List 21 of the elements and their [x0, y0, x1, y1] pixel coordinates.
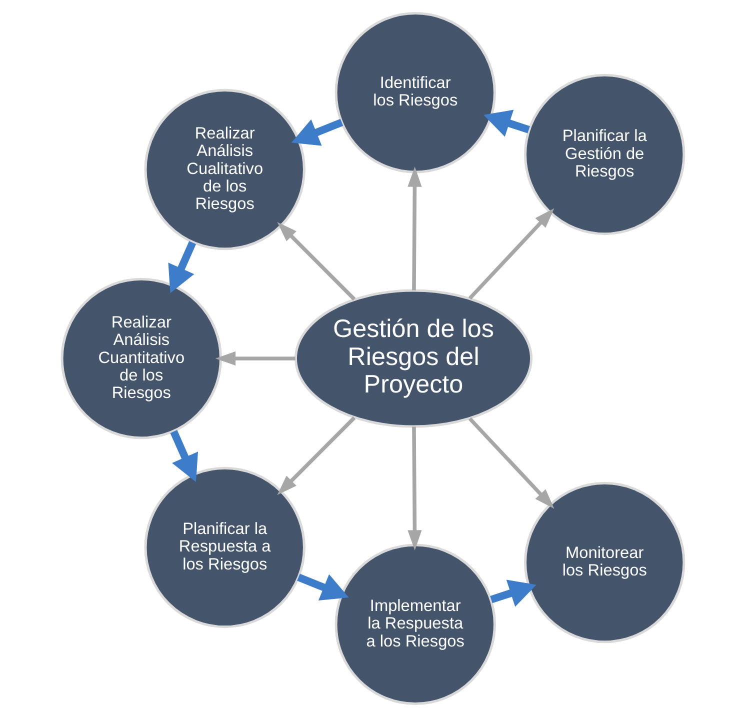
arrow: [408, 166, 422, 290]
arrow: [490, 580, 536, 607]
arrow: [170, 430, 198, 482]
arrow: [484, 110, 530, 137]
node-circle: Realizar Análisis Cuantitativo de los Riesgos: [60, 278, 222, 440]
arrow: [468, 208, 554, 300]
node-circle: Implementar la Respuesta a los Riesgos: [334, 544, 496, 705]
arrow: [277, 416, 356, 496]
arrow: [277, 222, 356, 301]
arrow: [291, 118, 344, 146]
node-circle: Planificar la Gestión de Riesgos: [524, 74, 686, 236]
arrow: [297, 574, 349, 601]
arrow: [468, 417, 554, 509]
arrow: [168, 241, 196, 294]
arrow: [408, 426, 422, 550]
node-circle: Planificar la Respuesta a los Riesgos: [144, 466, 306, 628]
node-circle: Identificar los Riesgos: [334, 12, 496, 174]
node-circle: Monitorear los Riesgos: [524, 482, 686, 644]
arrow: [215, 351, 296, 366]
node-ellipse: Gestión de los Riesgos del Proyecto: [294, 289, 533, 428]
node-circle: Realizar Análisis Cualitativo de los Riesgos: [144, 88, 306, 250]
